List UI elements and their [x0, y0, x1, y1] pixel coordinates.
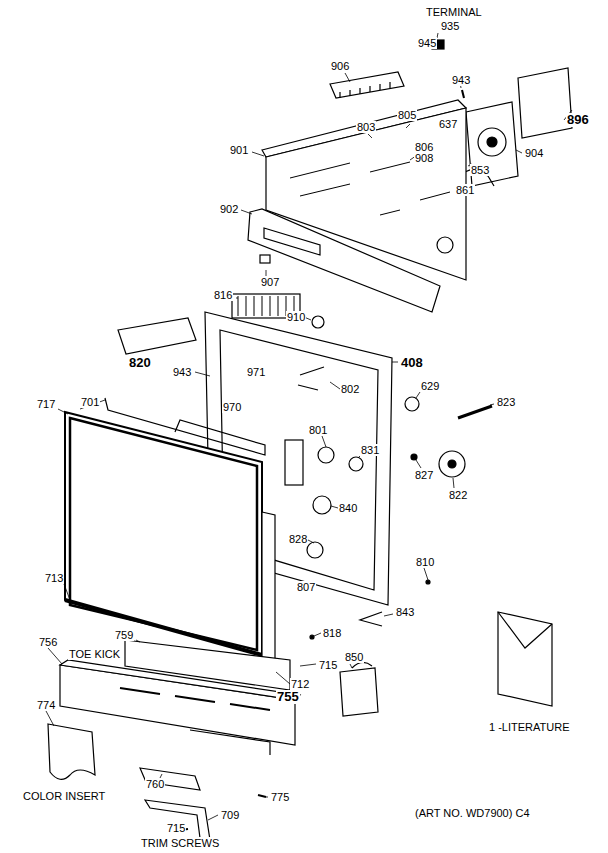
callout-number: 629 — [420, 380, 440, 392]
hinge-part — [360, 612, 382, 626]
bracket-part — [145, 800, 210, 840]
cover-clip — [352, 662, 372, 668]
side-strip — [262, 512, 275, 672]
callout-number: 970 — [222, 401, 242, 413]
dispenser-part — [318, 447, 334, 463]
leader-lines — [46, 33, 572, 830]
screw — [310, 635, 314, 639]
callout-number: 802 — [340, 383, 360, 395]
button-part — [312, 316, 324, 328]
callout-number: 805 — [397, 109, 417, 121]
callout-number: 902 — [219, 203, 239, 215]
switch-pins — [340, 82, 390, 98]
callout-number: 945 — [417, 37, 437, 49]
knob-part — [405, 397, 419, 411]
trim-window — [264, 228, 320, 255]
plate-part — [140, 768, 200, 790]
callout-number: 715 — [318, 659, 338, 671]
panel-edge — [70, 418, 257, 650]
callout-number: 850 — [344, 651, 364, 663]
switch-part — [330, 72, 404, 98]
screw — [411, 454, 417, 460]
callout-number: 803 — [356, 121, 376, 133]
timer-dial — [478, 128, 506, 156]
callout-number: 755 — [276, 690, 300, 704]
part-label: COLOR INSERT — [22, 790, 106, 802]
gear-part — [439, 451, 465, 477]
console-knob-hole — [437, 237, 453, 253]
timer-hub — [487, 137, 497, 147]
part-label: TOE KICK — [68, 648, 121, 660]
callout-number: 943 — [451, 74, 471, 86]
cover-part — [340, 668, 378, 716]
callout-number: 908 — [414, 152, 434, 164]
color-insert — [48, 724, 95, 779]
callout-number: 717 — [36, 398, 56, 410]
callout-number: 760 — [145, 778, 165, 790]
callout-number: 861 — [455, 184, 475, 196]
rinse-aid-part — [307, 542, 323, 558]
callout-number: 822 — [448, 489, 468, 501]
kick-slots — [120, 688, 270, 710]
spring-part — [298, 367, 324, 390]
callout-number: 713 — [44, 572, 64, 584]
console-markings — [290, 162, 450, 215]
kick-flange — [190, 730, 270, 755]
callout-number: 774 — [36, 699, 56, 711]
callout-number: 935 — [440, 20, 460, 32]
screw — [426, 580, 430, 584]
callout-number: 807 — [296, 581, 316, 593]
timer-part — [466, 102, 518, 186]
envelope-flap — [498, 612, 552, 648]
part-label: 1 -LITERATURE — [488, 721, 570, 733]
screw — [258, 795, 266, 797]
detergent-cup — [313, 496, 331, 514]
callout-number: 801 — [308, 424, 328, 436]
dispenser-part — [349, 457, 363, 471]
callout-number: 408 — [400, 356, 424, 370]
callout-number: 901 — [229, 144, 249, 156]
callout-number: 759 — [114, 629, 134, 641]
callout-number: 816 — [213, 289, 233, 301]
callout-number: 971 — [246, 366, 266, 378]
callout-number: 709 — [220, 809, 240, 821]
callout-number: 831 — [360, 444, 380, 456]
callout-number: 896 — [566, 113, 590, 127]
callout-number: 843 — [395, 606, 415, 618]
callout-number: 828 — [288, 533, 308, 545]
door-panel — [65, 412, 262, 655]
part-label: (ART NO. WD7900) C4 — [414, 807, 531, 819]
sheet-part — [518, 68, 572, 138]
part-label: TERMINAL — [425, 6, 483, 18]
callout-number: 907 — [260, 276, 280, 288]
callout-number: 637 — [438, 118, 458, 130]
callout-number: 910 — [286, 311, 306, 323]
latch-part — [285, 440, 303, 485]
gear-hub — [448, 460, 456, 468]
clip-part — [260, 255, 270, 263]
callout-number: 756 — [38, 636, 58, 648]
callout-number: 906 — [330, 60, 350, 72]
callout-number: 840 — [338, 502, 358, 514]
kick-panel-top — [60, 660, 300, 700]
callout-number: 712 — [290, 678, 310, 690]
part-label: TRIM SCREWS — [140, 837, 220, 849]
shaft-part — [458, 406, 492, 418]
callout-number: 775 — [270, 791, 290, 803]
callout-number: 823 — [496, 396, 516, 408]
callout-number: 715 — [166, 822, 186, 834]
callout-number: 818 — [322, 627, 342, 639]
screw — [462, 90, 464, 98]
callout-number: 904 — [524, 147, 544, 159]
callout-number: 820 — [128, 356, 152, 370]
callout-number: 943 — [172, 366, 192, 378]
handle-part — [118, 318, 196, 354]
callout-number: 853 — [470, 164, 490, 176]
callout-number: 701 — [80, 396, 100, 408]
callout-number: 810 — [415, 556, 435, 568]
callout-number: 827 — [414, 469, 434, 481]
literature-envelope — [498, 612, 552, 706]
